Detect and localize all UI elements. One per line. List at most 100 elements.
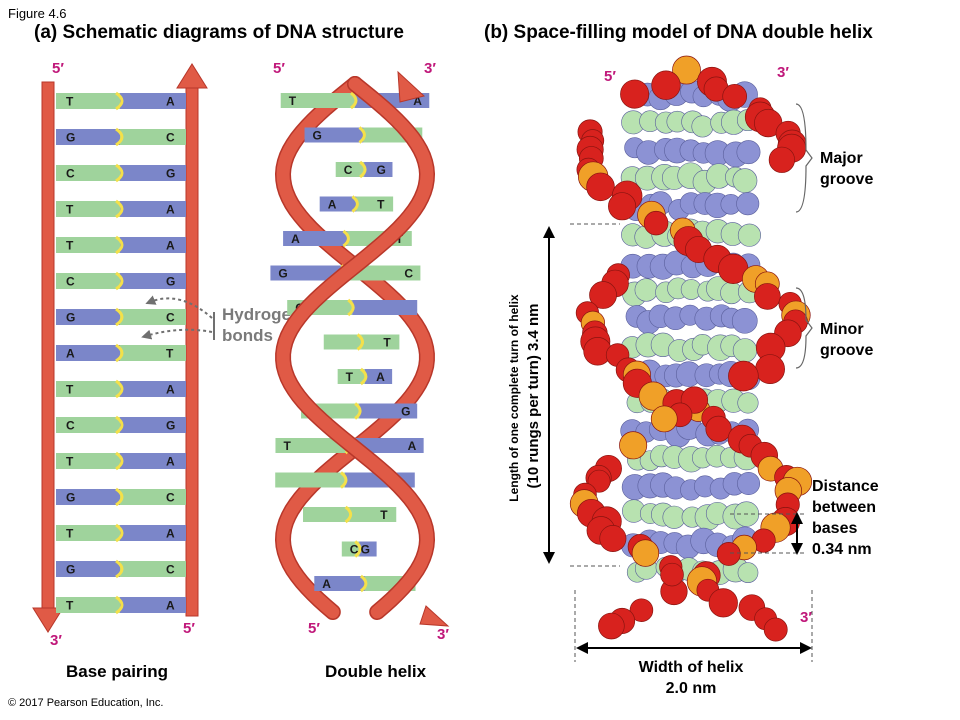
space-filling-model <box>569 55 813 642</box>
hydrogen-bonds-label: Hydrogen bonds <box>222 304 301 346</box>
helix-base-right-letter: T <box>383 336 391 350</box>
helix-top-arrowhead <box>397 70 426 103</box>
ladder-base-left <box>56 417 120 433</box>
ladder-base-right-letter: C <box>166 491 175 505</box>
model-base-pair <box>624 191 760 221</box>
panel-b-letter: (b) <box>484 22 509 43</box>
model-backbone-atom <box>619 431 648 460</box>
callout-arrow-lower <box>141 328 213 340</box>
model-backbone-atom <box>672 55 701 85</box>
ladder-base-left-letter: T <box>66 203 74 217</box>
ladder-base-left <box>56 201 120 217</box>
model-backbone-strand-1 <box>575 55 813 640</box>
helix-base-left-letter: T <box>289 94 297 108</box>
model-base-pair <box>621 332 758 363</box>
ladder-base-left <box>56 129 120 145</box>
model-backbone-atom <box>763 617 788 642</box>
model-backbone-atom <box>705 415 732 442</box>
helix-base-right <box>359 403 418 419</box>
helix-base-right-letter: G <box>401 405 410 419</box>
helix-base-right-letter: A <box>376 370 385 384</box>
model-base-atom <box>737 223 762 247</box>
hydrogen-bond <box>350 91 358 110</box>
ladder-base-left <box>56 237 120 253</box>
ladder-base-right <box>120 453 186 469</box>
helix-base-left-letter: G <box>313 129 322 143</box>
model-backbone-atom <box>643 210 669 236</box>
ladder-base-right-letter: A <box>166 527 175 541</box>
ladder-base-left-letter: G <box>66 563 75 577</box>
model-end-top-left: 5′ <box>604 68 616 85</box>
helix-base-left <box>323 334 362 350</box>
caption-double-helix: Double helix <box>325 662 427 681</box>
hydrogen-bond <box>115 415 124 435</box>
helix-base-right-letter: G <box>361 543 370 557</box>
ladder-base-left <box>56 165 120 181</box>
model-base-atom <box>732 168 758 194</box>
model-backbone-atom <box>598 612 625 640</box>
minor-groove-line-1: Minor <box>820 321 864 338</box>
model-base-pair <box>622 499 760 531</box>
ladder-base-left <box>56 597 120 613</box>
copyright: © 2017 Pearson Education, Inc. <box>8 697 164 709</box>
figure-label: Figure 4.6 <box>8 6 67 21</box>
helix-base-right <box>345 265 421 281</box>
major-groove-line-2: groove <box>820 171 874 188</box>
helix-end-bottom-right: 3′ <box>437 626 449 643</box>
hydrogen-bond <box>359 574 368 593</box>
helix-base-left <box>335 162 365 177</box>
helix-base-left <box>314 576 365 591</box>
model-backbone-strand-2 <box>569 70 811 642</box>
helix-strand-back <box>276 77 434 619</box>
ladder-base-left-letter: T <box>66 527 74 541</box>
ladder-end-bottom-right: 5′ <box>183 620 195 637</box>
helix-base-right-letter: T <box>377 198 385 212</box>
ladder-base-right-letter: A <box>166 95 175 109</box>
model-base-pair <box>620 162 758 195</box>
hydrogen-bond <box>115 199 124 219</box>
ladder-base-left <box>56 309 120 325</box>
ladder-base-right-letter: A <box>166 239 175 253</box>
ladder-base-left <box>56 345 120 361</box>
hydrogen-bond <box>358 126 366 144</box>
distance-line-3: bases <box>812 520 858 537</box>
ladder-base-left-letter: T <box>66 95 74 109</box>
model-backbone-atom <box>608 192 637 221</box>
ladder-base-right <box>120 381 186 397</box>
minor-groove-label: Minor groove <box>820 319 873 361</box>
model-base-atom <box>731 307 758 334</box>
ladder-base-left-letter: T <box>66 383 74 397</box>
minor-groove-bracket <box>795 287 813 369</box>
hydrogen-bond <box>351 195 359 213</box>
ladder-base-right-letter: C <box>166 311 175 325</box>
hydrogen-bond <box>115 451 124 471</box>
hydrogen-bond <box>115 163 124 183</box>
ladder-base-right-letter: A <box>166 383 175 397</box>
helix-base-right-letter: C <box>404 267 413 281</box>
minor-groove-line-2: groove <box>820 342 874 359</box>
helix-end-top-left: 5′ <box>273 60 285 77</box>
helix-base-left <box>304 127 364 143</box>
ladder-base-right-letter: A <box>166 599 175 613</box>
helix-bottom-arrowhead <box>419 605 450 627</box>
model-base-atom <box>737 392 759 414</box>
helix-base-left <box>341 541 360 557</box>
ladder-right-arrowhead <box>176 63 208 89</box>
helix-base-left-letter: T <box>283 439 291 453</box>
ladder-base-right <box>120 201 186 217</box>
hydrogen-bond <box>342 229 350 248</box>
model-backbone-atom <box>629 598 654 622</box>
length-line-2: (10 rungs per turn) 3.4 nm <box>525 303 542 488</box>
helix-base-left <box>283 231 348 246</box>
hydrogen-bond <box>115 343 124 363</box>
helix-end-bottom-left: 5′ <box>308 620 320 637</box>
